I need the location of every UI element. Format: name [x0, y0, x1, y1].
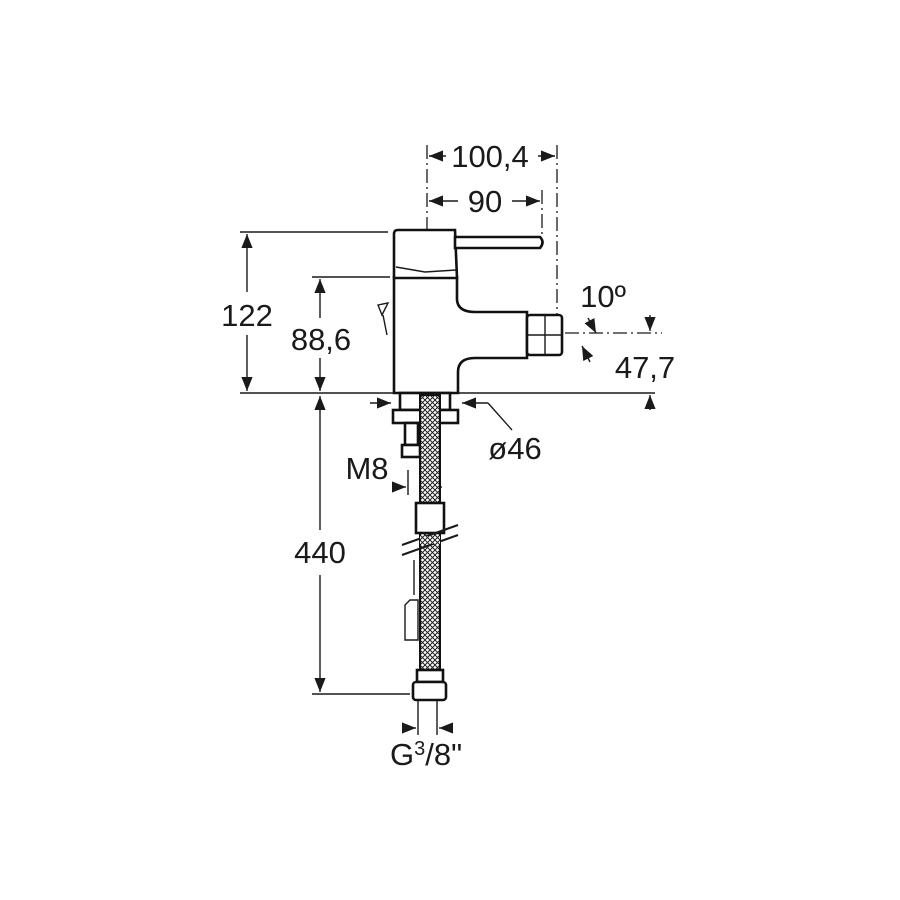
- label-outlet-height: 47,7: [615, 350, 675, 385]
- label-spout-angle: 10º: [580, 279, 626, 314]
- faucet: [377, 228, 564, 702]
- handle-head: [392, 228, 459, 280]
- label-connection-thread: G3/8": [390, 737, 462, 772]
- label-base-diameter: ø46: [488, 431, 541, 466]
- connection-nut: [411, 680, 448, 702]
- threaded-stud: [403, 421, 420, 447]
- pop-up-rod: [404, 560, 419, 641]
- dimension-lines: [241, 150, 656, 734]
- hose-ferrule: [415, 668, 445, 684]
- label-spout-height: 88,6: [291, 322, 351, 357]
- pop-up-chain-top: [377, 302, 390, 336]
- label-spout-reach: 90: [468, 184, 502, 219]
- label-overall-depth: 100,4: [451, 139, 529, 174]
- label-hose-length: 440: [294, 535, 346, 570]
- label-stud-thread: M8: [345, 451, 388, 486]
- lever-handle: [453, 235, 544, 250]
- label-overall-height: 122: [221, 298, 273, 333]
